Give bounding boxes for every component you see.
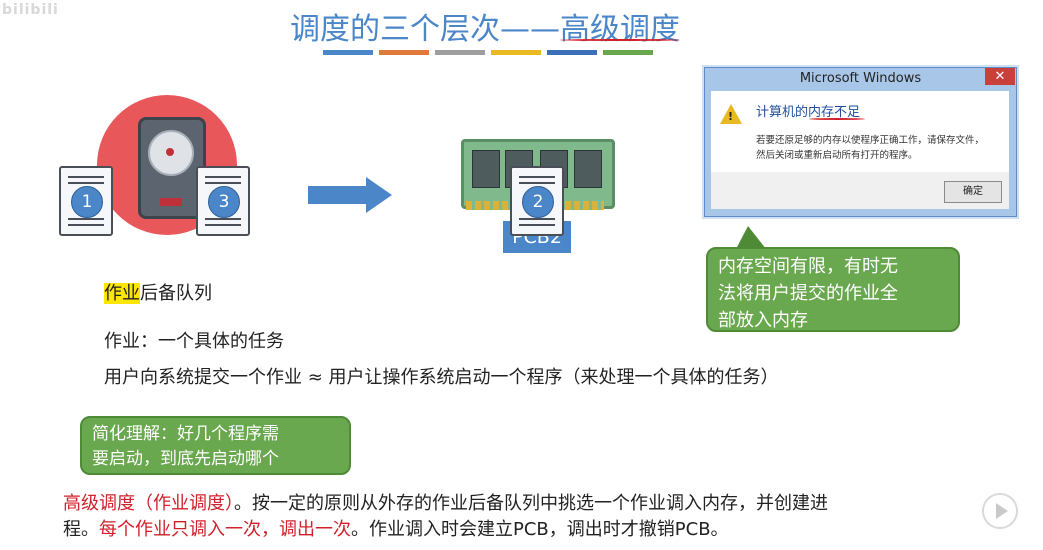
warning-exclamation: ! xyxy=(728,110,734,123)
dialog-body xyxy=(711,91,1009,172)
arrow-right-head xyxy=(366,177,392,213)
color-strip xyxy=(323,50,653,55)
disk-hub xyxy=(166,148,174,156)
term-highlight: 高级调度（作业调度） xyxy=(63,493,234,514)
high-level-scheduling-definition-cont: 程。每个作业只调入一次，调出一次。作业调入时会建立PCB，调出时才撤销PCB。 xyxy=(63,515,729,541)
dialog-close-button[interactable]: ✕ xyxy=(985,68,1015,85)
page-title: 调度的三个层次——高级调度 xyxy=(290,4,680,48)
dialog-title: Microsoft Windows xyxy=(799,71,922,86)
job-number-2: 2 xyxy=(522,186,554,218)
job-number-3: 3 xyxy=(208,186,240,218)
dialog-heading-prefix: 计算机的 xyxy=(756,105,809,120)
callout-line: 要启动，到底先启动哪个 xyxy=(92,449,279,469)
job-definition: 作业：一个具体的任务 xyxy=(104,331,284,352)
color-strip-segment xyxy=(603,50,653,55)
definition-text: 程。 xyxy=(63,519,99,540)
job-number-1: 1 xyxy=(71,186,103,218)
callout-line: 法将用户提交的作业全 xyxy=(718,283,898,304)
simplified-understanding-callout: 简化理解：好几个程序需 要启动，到底先启动哪个 xyxy=(80,416,351,475)
dialog-heading: 计算机的内存不足 xyxy=(756,101,860,120)
callout-line: 部放入内存 xyxy=(718,310,808,331)
arrow-right-icon xyxy=(308,186,368,204)
play-icon[interactable] xyxy=(982,493,1018,529)
bilibili-watermark: bilibili xyxy=(2,2,59,18)
title-underline-mark xyxy=(560,39,680,41)
job-document-icon-2: 2 xyxy=(510,166,564,236)
color-strip-segment xyxy=(379,50,429,55)
color-strip-segment xyxy=(547,50,597,55)
warning-icon xyxy=(720,104,742,124)
definition-text: 。按一定的原则从外存的作业后备队列中挑选一个作业调入内存，并创建进 xyxy=(234,493,828,514)
dialog-heading-underline xyxy=(809,118,865,120)
definition-text: 。作业调入时会建立PCB，调出时才撤销PCB。 xyxy=(351,519,729,540)
title-prefix: 调度的三个层次—— xyxy=(290,12,560,47)
job-document-icon-1: 1 xyxy=(59,166,113,236)
color-strip-segment xyxy=(435,50,485,55)
callout-line: 简化理解：好几个程序需 xyxy=(92,424,279,444)
callout-tail xyxy=(736,226,766,249)
queue-highlight: 作业 xyxy=(104,283,140,304)
job-equivalence: 用户向系统提交一个作业 ≈ 用户让操作系统启动一个程序（来处理一个具体的任务） xyxy=(104,367,779,388)
memory-chip xyxy=(574,150,602,188)
dialog-message-line1: 若要还原足够的内存以使程序正确工作，请保存文件， xyxy=(756,135,985,146)
job-backup-queue-label: 作业后备队列 xyxy=(104,279,212,305)
high-level-scheduling-definition: 高级调度（作业调度）。按一定的原则从外存的作业后备队列中挑选一个作业调入内存，并… xyxy=(63,489,828,515)
callout-line: 内存空间有限，有时无 xyxy=(718,256,898,277)
queue-rest: 后备队列 xyxy=(140,283,212,304)
job-document-icon-3: 3 xyxy=(196,166,250,236)
memory-limit-callout: 内存空间有限，有时无 法将用户提交的作业全 部放入内存 xyxy=(706,247,960,332)
disk-label xyxy=(160,198,182,206)
dialog-message-line2: 然后关闭或重新启动所有打开的程序。 xyxy=(756,150,918,161)
memory-chip xyxy=(472,150,500,188)
title-highlight: 高级调度 xyxy=(560,12,680,47)
color-strip-segment xyxy=(491,50,541,55)
rule-highlight: 每个作业只调入一次，调出一次 xyxy=(99,519,351,540)
dialog-heading-highlight: 内存不足 xyxy=(808,105,861,120)
dialog-ok-button[interactable]: 确定 xyxy=(944,181,1002,203)
color-strip-segment xyxy=(323,50,373,55)
